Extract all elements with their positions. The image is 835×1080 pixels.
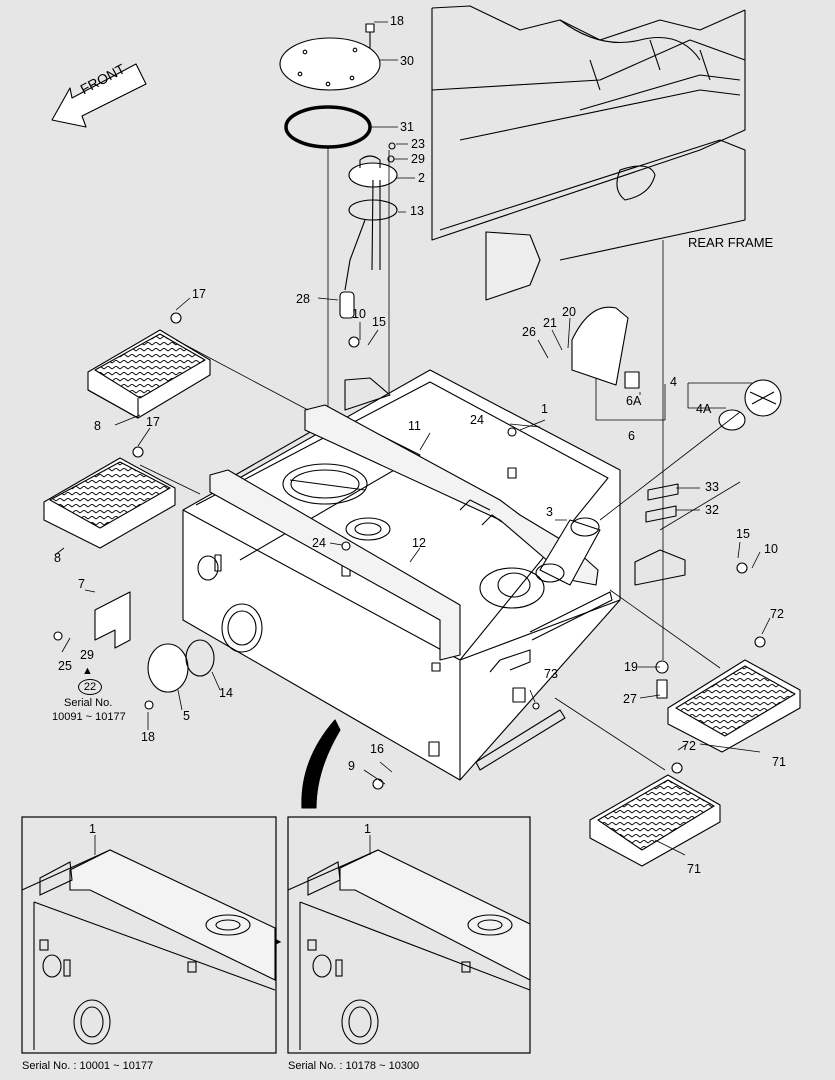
callout-4A: 4A	[696, 402, 712, 416]
inset-left-part-label: 1	[89, 822, 96, 836]
callout-29: 29	[80, 648, 94, 662]
serial-note-range: 10091 ~ 10177	[52, 711, 126, 723]
callout-73: 73	[544, 667, 558, 681]
callout-6: 6	[628, 429, 635, 443]
callout-17: 17	[146, 415, 160, 429]
callout-8: 8	[54, 551, 61, 565]
callout-4: 4	[670, 375, 677, 389]
callout-25: 25	[58, 659, 72, 673]
step-8-upper	[87, 329, 211, 419]
callout-11: 11	[408, 419, 421, 433]
callout-13: 13	[410, 204, 424, 218]
callout-33: 33	[705, 480, 719, 494]
callout-2: 2	[418, 171, 425, 185]
fuel-tank-1	[182, 369, 686, 781]
serial-arrow-icon: ▲	[82, 665, 93, 677]
callout-15: 15	[736, 527, 750, 541]
serial-badge: 22	[78, 679, 102, 695]
callout-16: 16	[370, 742, 384, 756]
callout-71: 71	[772, 755, 786, 769]
callout-24: 24	[312, 536, 326, 550]
callout-10: 10	[764, 542, 778, 556]
callout-71: 71	[687, 862, 701, 876]
callout-18: 18	[141, 730, 155, 744]
callout-9: 9	[348, 759, 355, 773]
rail-11	[304, 404, 599, 586]
fuel-sender-2	[339, 155, 398, 319]
callout-15: 15	[372, 315, 386, 329]
callout-26: 26	[522, 325, 536, 339]
callout-14: 14	[219, 686, 233, 700]
callout-20: 20	[562, 305, 576, 319]
callout-24: 24	[470, 413, 484, 427]
inset-right-caption: Serial No. : 10178 ~ 10300	[288, 1060, 420, 1072]
callout-72: 72	[682, 739, 696, 753]
inset-left-caption: Serial No. : 10001 ~ 10177	[22, 1060, 154, 1072]
serial-note-title: Serial No.	[64, 697, 113, 709]
callout-19: 19	[624, 660, 638, 674]
inset-right-part-label: 1	[364, 822, 371, 836]
bracket-7	[94, 591, 131, 649]
callout-72: 72	[770, 607, 784, 621]
callout-21: 21	[543, 316, 557, 330]
callout-17: 17	[192, 287, 206, 301]
cap-4	[718, 379, 782, 431]
callout-5: 5	[183, 709, 190, 723]
o-ring-31	[284, 105, 372, 149]
callout-1: 1	[541, 402, 548, 416]
callout-3: 3	[546, 505, 553, 519]
callout-18: 18	[390, 14, 404, 28]
step-71-lower	[589, 774, 721, 867]
rail-12	[209, 469, 461, 661]
rear-frame-label: REAR FRAME	[688, 235, 774, 250]
step-8-lower	[43, 457, 176, 549]
filler-neck-3	[535, 517, 601, 586]
callout-8: 8	[94, 419, 101, 433]
callout-7: 7	[78, 577, 85, 591]
cover-plate-30	[279, 37, 381, 91]
gasket-14	[185, 639, 215, 677]
curved-arrow-icon	[301, 719, 341, 809]
callout-30: 30	[400, 54, 414, 68]
cover-5	[147, 643, 189, 693]
callout-6A: 6A	[626, 394, 642, 408]
access-cover-6	[571, 306, 640, 389]
callout-28: 28	[296, 292, 310, 306]
callout-27: 27	[623, 692, 637, 706]
callout-23: 23	[411, 137, 425, 151]
callout-32: 32	[705, 503, 719, 517]
callout-29: 29	[411, 152, 425, 166]
step-71-upper	[667, 659, 801, 753]
rear-frame	[431, 5, 746, 301]
callout-12: 12	[412, 536, 426, 550]
callout-31: 31	[400, 120, 414, 134]
front-arrow-icon	[51, 63, 147, 128]
callout-10: 10	[352, 307, 366, 321]
